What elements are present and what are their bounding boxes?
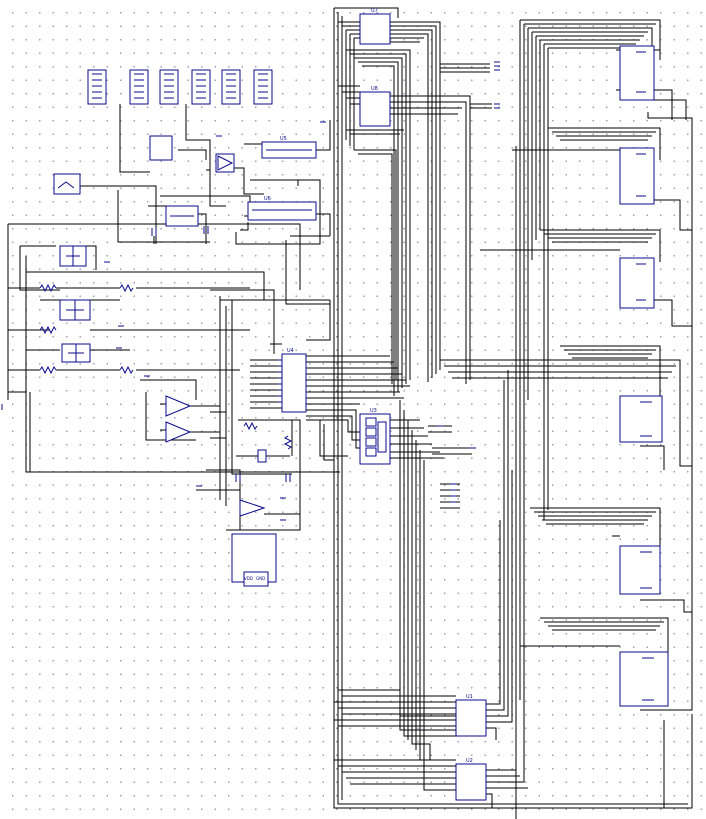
connector-j2 (129, 69, 149, 105)
label-u2: U2 (466, 758, 473, 764)
connector-j6 (253, 69, 273, 105)
display-bus (440, 19, 693, 819)
ic-u2 (455, 763, 487, 801)
connector-j4 (191, 69, 211, 105)
transistor-q1 (59, 245, 87, 267)
timer-ic-pair (247, 141, 317, 221)
connector-j3 (159, 69, 179, 105)
label-u4: U4 (287, 348, 294, 354)
display-module-6 (619, 651, 669, 707)
bottom-bus (334, 370, 528, 808)
crystal-caps (151, 226, 291, 482)
left-analog (7, 104, 340, 473)
transistor-q2 (59, 299, 91, 321)
label-u5: U5 (280, 136, 287, 142)
display-module-1 (619, 45, 655, 101)
opamp-pair (165, 395, 266, 517)
regulator-block (53, 135, 235, 227)
display-module-5 (619, 545, 661, 595)
connector-j1 (87, 69, 107, 105)
label-u6: U6 (264, 196, 271, 202)
center-logic (196, 289, 472, 531)
mcu-u4 (278, 353, 307, 413)
label-u8: U8 (371, 86, 378, 92)
display-module-3 (619, 257, 655, 309)
transistor-array (59, 245, 91, 363)
resistor-group (39, 283, 293, 450)
transistor-q3 (61, 343, 91, 363)
label-gnd: GND (256, 576, 265, 581)
ic-u8 (359, 91, 391, 127)
connector-strip-group (87, 69, 273, 105)
ic-u7 (359, 13, 391, 45)
label-u7: U7 (371, 8, 378, 14)
display-module-2 (619, 147, 655, 205)
driver-u3 (359, 413, 391, 465)
connector-j5 (221, 69, 241, 105)
power-block (231, 533, 277, 587)
display-module-4 (619, 395, 663, 443)
net-flags (1, 61, 500, 521)
label-vdd: VDD (244, 576, 253, 581)
label-u1: U1 (466, 694, 473, 700)
label-u3: U3 (370, 408, 377, 414)
ic-u1 (455, 699, 487, 737)
main-bus (333, 7, 693, 809)
